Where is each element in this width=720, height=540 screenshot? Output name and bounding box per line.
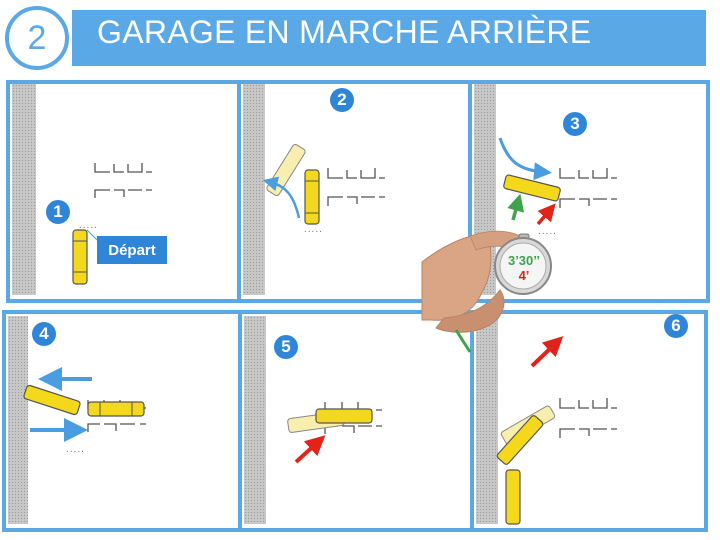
- step-badge-6: 6: [664, 314, 688, 338]
- panel-1-wall: [12, 84, 36, 295]
- panel-2-wall: [243, 84, 265, 295]
- panel-2-dots: .....: [304, 224, 323, 235]
- header-bar: [72, 10, 706, 66]
- panel-1-car: [72, 229, 98, 285]
- step-badge-2: 2: [330, 88, 354, 112]
- step-badge-5: 5: [274, 335, 298, 359]
- panel-3-dots: .....: [538, 226, 557, 237]
- parking-markings: [87, 163, 617, 438]
- step-badge-1: 1: [46, 200, 70, 224]
- depart-label: Départ: [97, 236, 167, 264]
- step-badge-4: 4: [32, 322, 56, 346]
- panel-4-wall: [8, 316, 28, 524]
- panel-1-dots: .....: [79, 220, 98, 231]
- hand-stopwatch: [421, 230, 552, 353]
- step-number-circle: 2: [5, 6, 69, 70]
- panel-4-dots: .....: [66, 444, 85, 455]
- panel-4-cars: [23, 367, 145, 442]
- page-title: GARAGE EN MARCHE ARRIÈRE: [97, 14, 592, 50]
- panel-4-frame: [2, 310, 246, 532]
- stopwatch-time-green: 3’30’’: [507, 253, 541, 268]
- step-badge-3: 3: [563, 112, 587, 136]
- panel-2-cars: [262, 144, 320, 225]
- panel-5-cars: [287, 408, 373, 464]
- panel-1-frame: [6, 80, 245, 303]
- panel-6-wall: [476, 316, 498, 524]
- panel-3-cars: [498, 137, 561, 226]
- panel-5-wall: [244, 316, 266, 524]
- panel-6-cars: [496, 336, 564, 525]
- stopwatch-time-red: 4’: [518, 268, 530, 283]
